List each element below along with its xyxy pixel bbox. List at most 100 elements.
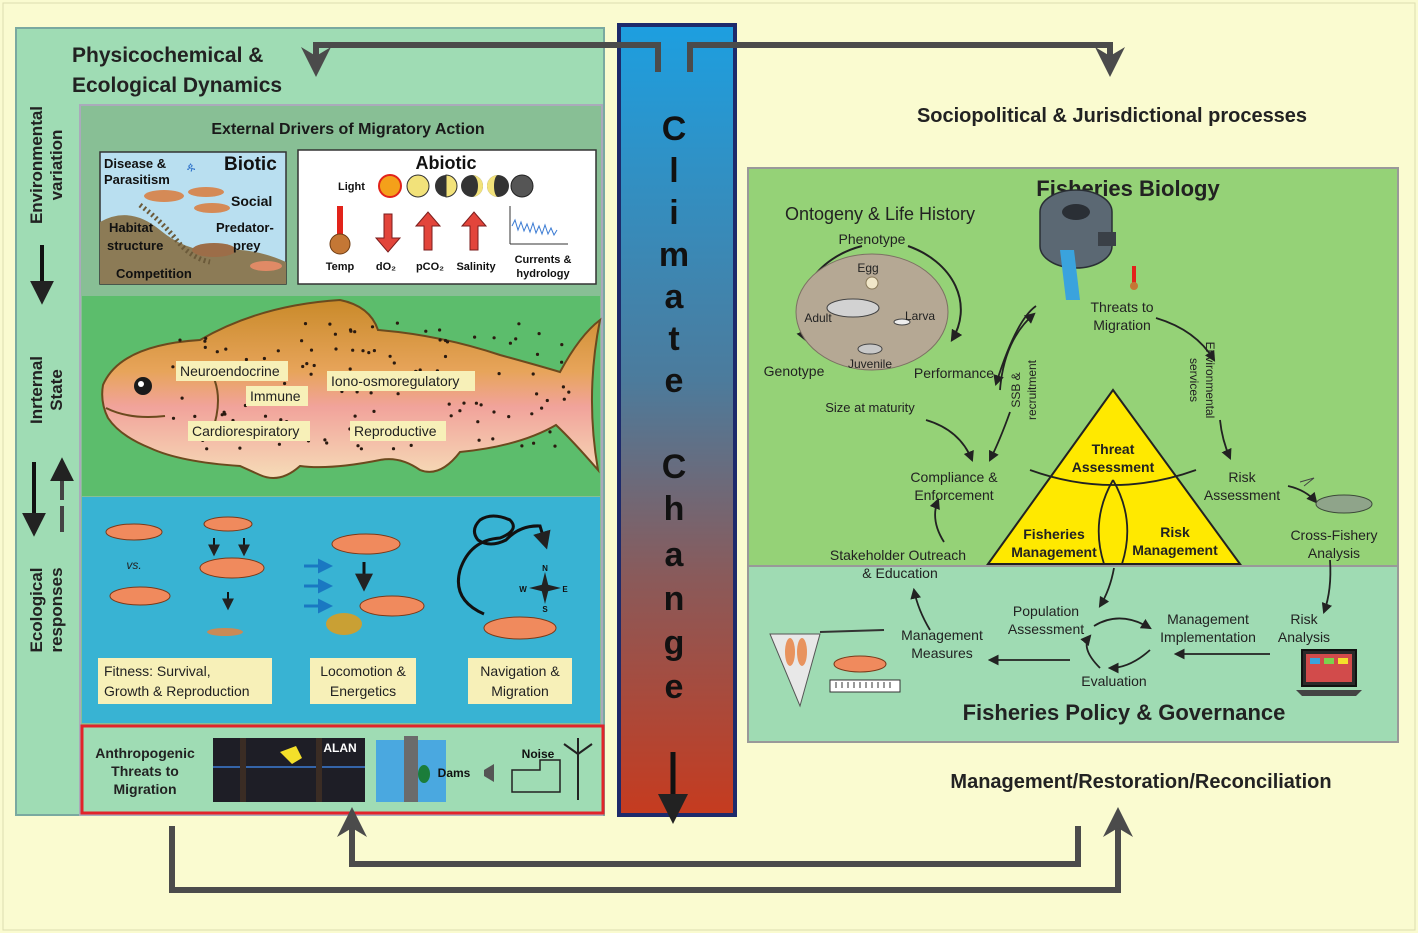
compass-n: N	[542, 564, 548, 573]
response-fish-a	[105, 523, 163, 541]
trout-spot	[372, 409, 376, 413]
net-fish-2	[797, 638, 807, 666]
ontogeny-title: Ontogeny & Life History	[785, 204, 975, 224]
label-bg-neuroendocrine	[176, 361, 288, 381]
adult-fish-icon	[826, 298, 880, 318]
dam-turbine-icon	[418, 765, 430, 783]
threats-title-line3: Migration	[114, 781, 177, 797]
biotic-social: Social	[231, 193, 272, 209]
laptop-base	[1296, 690, 1362, 696]
size-maturity-label: Size at maturity	[825, 400, 915, 415]
trout-spot	[238, 446, 242, 450]
side-env-line1: Environmental	[27, 106, 46, 224]
threats-noise: Noise	[522, 747, 555, 761]
side-state-line2: State	[47, 369, 66, 411]
laptop-cell-1	[1310, 658, 1320, 664]
trout-spot	[205, 447, 209, 451]
trout-spot	[492, 410, 496, 414]
net-fish-1	[785, 638, 795, 666]
thermometer-icon	[337, 206, 343, 240]
stakeholder-line2: & Education	[862, 565, 938, 581]
compass-w: W	[519, 585, 527, 594]
trout-spot	[537, 332, 541, 336]
response-fish-c	[203, 516, 253, 532]
trout-spot	[222, 410, 226, 414]
trout-spot	[328, 322, 332, 326]
side-eco-line2: responses	[47, 567, 66, 652]
trout-spot	[204, 336, 208, 340]
trout-spot	[535, 352, 540, 356]
response-fish-small	[207, 628, 243, 636]
label-bg-immune	[246, 386, 308, 406]
thermometer-bulb	[329, 233, 351, 255]
migration-thermometer-icon	[1132, 266, 1136, 284]
biotic-fish-1	[144, 190, 184, 202]
side-env-line2: variation	[47, 130, 66, 201]
mgmt-impl-line2: Implementation	[1160, 629, 1256, 645]
trout-spot	[562, 397, 566, 401]
trout-spot	[262, 356, 266, 361]
dip-net-handle	[819, 629, 885, 633]
moon-quarter-light	[472, 175, 483, 197]
navigation-line2: Migration	[491, 683, 549, 699]
arrow-ssb-to-compliance	[989, 411, 1011, 462]
trout-spot	[171, 365, 175, 369]
trout-spot	[462, 401, 466, 405]
fish-label-iono: Iono-osmoregulatory	[331, 373, 459, 389]
salinity-up-arrow-icon	[460, 211, 488, 251]
navigation-label-box	[468, 658, 572, 704]
biotic-fish-predator	[192, 243, 236, 257]
fisheries-policy-panel	[747, 565, 1399, 743]
trout-spot	[388, 354, 392, 358]
arrow-risk-to-cross	[1287, 485, 1318, 504]
trout-spot	[540, 406, 544, 410]
risk-assessment-line1: Risk	[1228, 469, 1256, 485]
climate-letter: t	[668, 320, 679, 358]
trout-spot	[301, 364, 305, 369]
compass-icon	[529, 572, 561, 604]
trout-spot	[560, 360, 564, 364]
trout-spot	[458, 409, 462, 413]
trout-eye-glint	[138, 381, 144, 387]
juvenile-fish-icon	[857, 343, 883, 355]
label-bg-iono	[327, 371, 475, 391]
trout-spot	[303, 322, 308, 326]
trout-spot	[334, 347, 338, 351]
laptop-cell-3	[1338, 658, 1348, 664]
climate-letter: e	[665, 362, 684, 400]
trout-spot	[548, 430, 552, 434]
arrow-threats-to-ssb	[993, 305, 1037, 387]
biotic-fish-prey	[250, 261, 282, 271]
response-fish-b	[109, 586, 171, 606]
trout-spot	[497, 372, 501, 376]
response-food-clump	[326, 613, 362, 635]
fish-label-reproductive: Reproductive	[354, 423, 437, 439]
trout-spot	[359, 447, 363, 451]
arrow-impl-to-evaluation	[1107, 649, 1151, 674]
trout-spot	[263, 414, 268, 418]
mgmt-measures-line1: Management	[901, 627, 983, 643]
biotic-fish-2	[188, 187, 224, 197]
fitness-label-box	[98, 658, 272, 704]
mgmt-impl-line1: Management	[1167, 611, 1249, 627]
cross-fishery-fish-icon	[1315, 494, 1373, 514]
abiotic-temp: Temp	[326, 261, 355, 273]
trout-spot	[517, 322, 521, 326]
trout-spot	[545, 398, 549, 403]
laptop-cell-2	[1324, 658, 1334, 664]
trout-spot	[531, 372, 535, 376]
trout-spot	[443, 354, 448, 359]
climate-letter: n	[664, 580, 685, 618]
trout-spot	[349, 329, 353, 333]
climate-change-bar	[617, 23, 737, 817]
juvenile-label: Juvenile	[848, 357, 892, 371]
trout-spot	[355, 390, 359, 394]
response-vs: vs.	[126, 558, 141, 572]
egg-label: Egg	[857, 261, 878, 275]
dam-wall-icon	[404, 736, 418, 802]
larva-icon	[893, 318, 911, 326]
climate-letter: a	[665, 536, 685, 574]
sun-icon	[378, 174, 402, 198]
population-line2: Assessment	[1008, 621, 1084, 637]
